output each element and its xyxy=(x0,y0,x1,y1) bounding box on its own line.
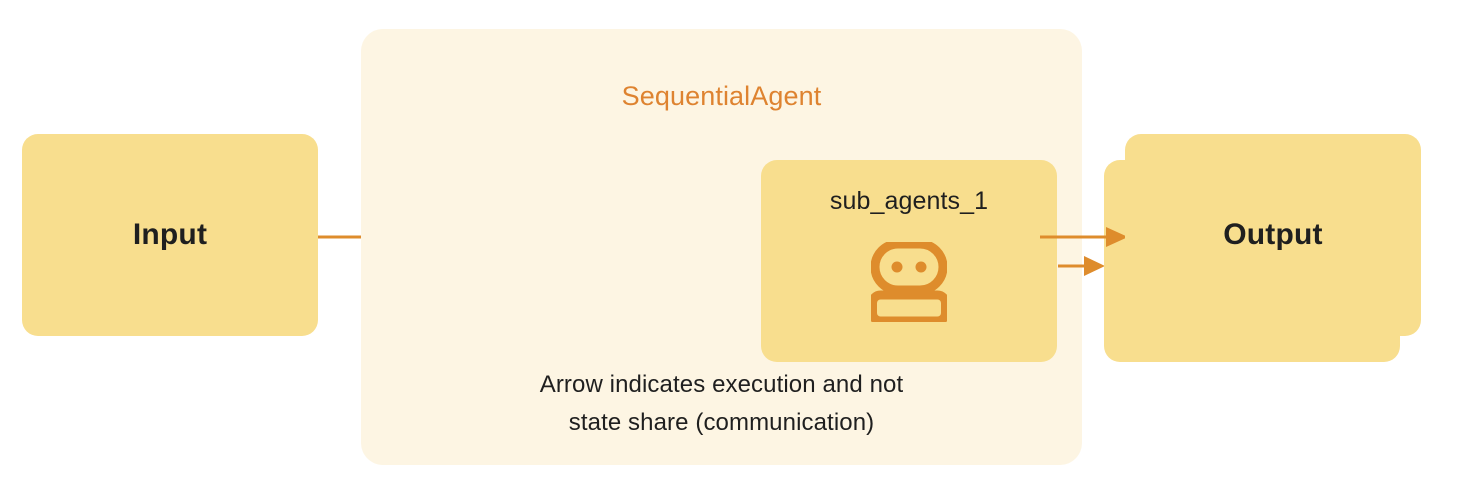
sub-agent-1-label: sub_agents_1 xyxy=(829,187,989,215)
sub-agent-1-box: sub_agents_1 xyxy=(761,160,1057,362)
arrow-sub-agent-1-to-sub-agent-2 xyxy=(1058,256,1105,276)
agent-caption-line-2: state share (communication) xyxy=(568,409,875,436)
agent-caption-line-1: Arrow indicates execution and not xyxy=(539,371,904,398)
robot-icon xyxy=(871,242,947,322)
input-label: Input xyxy=(132,218,208,251)
input-box: Input xyxy=(22,134,318,336)
output-box: Output xyxy=(1125,134,1421,336)
agent-caption: Arrow indicates execution and not state … xyxy=(361,366,1082,442)
sequential-agent-container: SequentialAgent sub_agents_1 sub_agents_… xyxy=(361,29,1400,465)
arrow-sub-agent-2-to-output xyxy=(1040,227,1128,247)
sequential-agent-title: SequentialAgent xyxy=(621,81,822,111)
output-label: Output xyxy=(1223,218,1323,251)
